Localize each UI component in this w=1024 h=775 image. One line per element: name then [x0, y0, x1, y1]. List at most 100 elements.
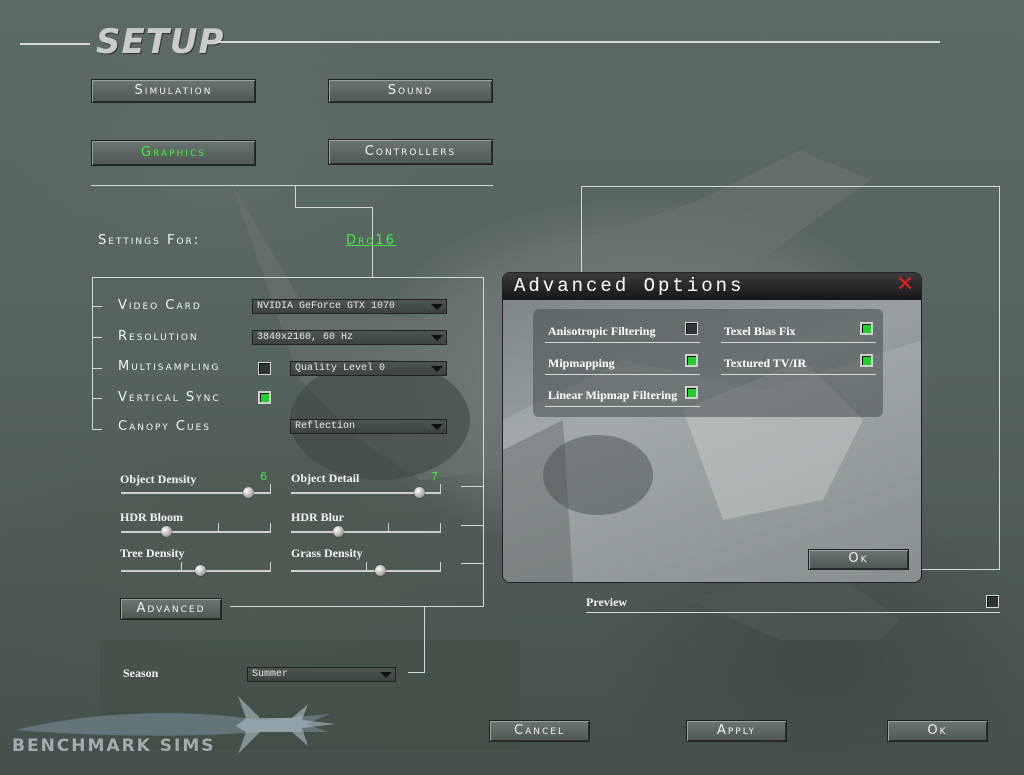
hdr-blur-track[interactable] [291, 531, 441, 533]
right-frame-left [581, 186, 582, 276]
slider-tick [270, 562, 271, 572]
object-detail-knob[interactable] [414, 487, 425, 498]
panel-frame-right [483, 277, 484, 607]
row-tick [92, 306, 102, 307]
tab-simulation[interactable]: Simulation [91, 79, 256, 103]
texel-bias-fix-label: Texel Bias Fix [724, 324, 796, 338]
option-underline [721, 374, 876, 375]
connector [295, 207, 373, 208]
vertical-sync-checkbox[interactable] [258, 391, 271, 404]
hdr-bloom-track[interactable] [121, 531, 271, 533]
canopy-cues-value: Reflection [295, 421, 356, 432]
season-value: Summer [252, 669, 289, 680]
resolution-dropdown[interactable]: 3840x2160, 60 Hz [252, 330, 447, 345]
video-card-value: NVIDIA GeForce GTX 1070 [257, 301, 396, 312]
cancel-button[interactable]: Cancel [489, 720, 590, 742]
option-underline [545, 342, 700, 343]
tab-underline [91, 185, 493, 186]
settings-for-value[interactable]: Dro16 [346, 233, 396, 248]
right-frame-bottom [920, 569, 1000, 570]
grass-density-knob[interactable] [375, 565, 386, 576]
mipmapping-checkbox[interactable] [685, 354, 698, 367]
advanced-options-dialog: Advanced Options ✕ Anisotropic Filtering… [502, 272, 922, 583]
tab-graphics[interactable]: Graphics [91, 140, 256, 166]
preview-label: Preview [586, 595, 628, 609]
jet-icon [15, 696, 336, 754]
options-panel [533, 309, 883, 417]
connector [295, 185, 296, 207]
hdr-blur-knob[interactable] [333, 526, 344, 537]
video-card-dropdown[interactable]: NVIDIA GeForce GTX 1070 [252, 299, 447, 314]
tree-density-knob[interactable] [195, 565, 206, 576]
multisampling-dropdown[interactable]: Quality Level 0 [290, 361, 447, 376]
resolution-value: 3840x2160, 60 Hz [257, 332, 354, 343]
ok-button[interactable]: Ok [887, 720, 988, 742]
connector [424, 606, 425, 672]
connector [230, 606, 484, 607]
option-underline [545, 374, 700, 375]
slider-tick [218, 523, 219, 533]
slider-tick [366, 562, 367, 572]
season-dropdown[interactable]: Summer [247, 667, 396, 682]
slider-tick [440, 484, 441, 494]
textured-tvir-label: Textured TV/IR [724, 356, 807, 370]
preview-checkbox[interactable] [986, 595, 999, 608]
header-rule-left [20, 43, 90, 45]
anisotropic-filtering-label: Anisotropic Filtering [548, 324, 656, 338]
slider-tick [270, 484, 271, 494]
tab-sound[interactable]: Sound [328, 79, 493, 103]
slider-tick [388, 523, 389, 533]
row-tick [92, 398, 102, 399]
linear-mipmap-filtering-checkbox[interactable] [685, 386, 698, 399]
apply-button[interactable]: Apply [686, 720, 787, 742]
linear-mipmap-filtering-label: Linear Mipmap Filtering [548, 388, 678, 402]
panel-frame-left [92, 277, 93, 430]
slider-tick [440, 523, 441, 533]
row-tick [92, 337, 102, 338]
dialog-title: Advanced Options [514, 275, 745, 297]
object-density-label: Object Density [120, 472, 197, 486]
resolution-label: Resolution [118, 329, 199, 344]
grass-density-label: Grass Density [291, 546, 363, 560]
object-detail-label: Object Detail [291, 471, 360, 485]
slider-tick [181, 562, 182, 572]
texel-bias-fix-checkbox[interactable] [860, 322, 873, 335]
tab-controllers[interactable]: Controllers [328, 139, 493, 165]
season-label: Season [123, 666, 159, 680]
hdr-blur-label: HDR Blur [291, 510, 345, 524]
logo-text: BENCHMARK SIMS [12, 736, 216, 756]
canopy-cues-dropdown[interactable]: Reflection [290, 419, 447, 434]
option-underline [545, 406, 700, 407]
row-tick [92, 429, 102, 430]
chevron-down-icon [431, 335, 443, 341]
object-density-track[interactable] [121, 492, 271, 494]
panel-frame-top [92, 277, 484, 278]
object-detail-value: 7 [431, 470, 439, 484]
textured-tvir-checkbox[interactable] [860, 354, 873, 367]
connector [408, 672, 425, 673]
chevron-down-icon [380, 672, 392, 678]
hdr-bloom-knob[interactable] [161, 526, 172, 537]
chevron-down-icon [431, 304, 443, 310]
object-detail-track[interactable] [291, 492, 441, 494]
connector [461, 525, 483, 526]
slider-tick [270, 523, 271, 533]
close-icon[interactable]: ✕ [896, 272, 915, 297]
right-frame-top [581, 186, 1000, 187]
object-density-knob[interactable] [243, 487, 254, 498]
anisotropic-filtering-checkbox[interactable] [685, 322, 698, 335]
connector [461, 563, 483, 564]
video-card-label: Video Card [118, 298, 202, 313]
hdr-bloom-label: HDR Bloom [120, 510, 183, 524]
multisampling-checkbox[interactable] [258, 362, 271, 375]
advanced-button[interactable]: Advanced [120, 598, 222, 620]
chevron-down-icon [431, 424, 443, 430]
settings-for-label: Settings For: [98, 233, 201, 248]
dialog-ok-button[interactable]: Ok [808, 549, 909, 570]
canopy-cues-label: Canopy Cues [118, 419, 211, 434]
chevron-down-icon [431, 366, 443, 372]
multisampling-value: Quality Level 0 [295, 363, 386, 374]
object-density-value: 6 [260, 470, 268, 484]
dialog-titlebar: Advanced Options ✕ [503, 273, 921, 300]
row-tick [92, 368, 102, 369]
